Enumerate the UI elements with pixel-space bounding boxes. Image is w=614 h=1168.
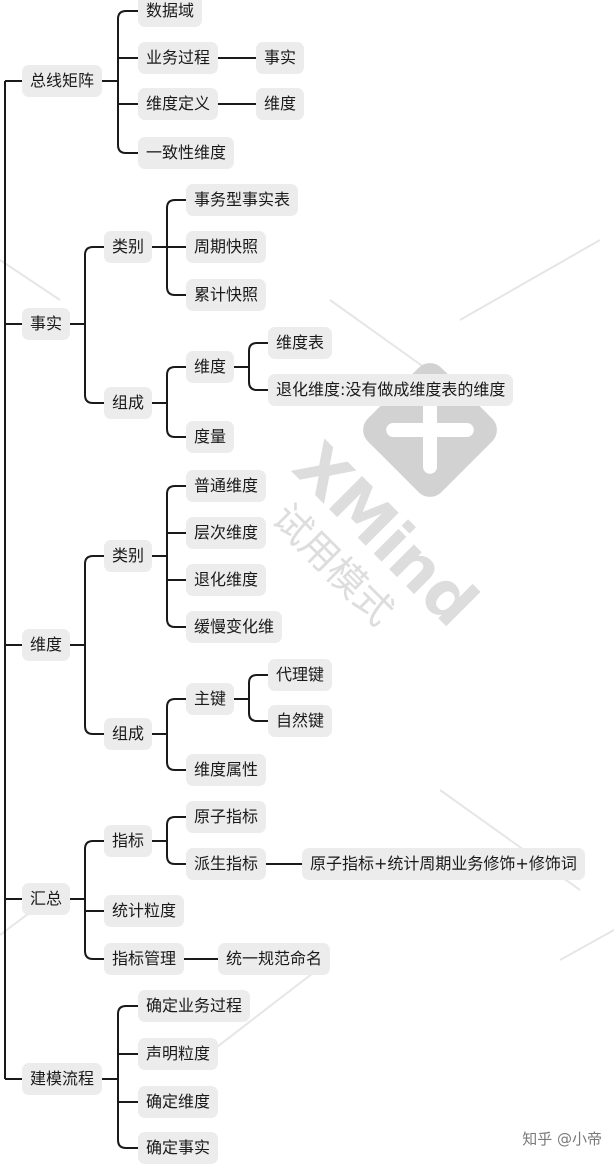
node-queding-yewu-guocheng[interactable]: 确定业务过程 (138, 990, 251, 1022)
connector-branch-line (166, 485, 186, 495)
node-weidubiao[interactable]: 维度表 (268, 327, 333, 359)
node-dailijian[interactable]: 代理键 (268, 659, 333, 691)
connector-branch-line (84, 246, 104, 256)
node-shishi-zucheng[interactable]: 组成 (104, 387, 153, 419)
connector-branch-line (166, 366, 186, 376)
connector-branch-line (166, 855, 186, 865)
node-weidu-shuxing[interactable]: 维度属性 (186, 754, 267, 786)
connector-branch-line (166, 761, 186, 771)
node-leiji-kuaizhao[interactable]: 累计快照 (186, 279, 267, 311)
connector-branch-line (166, 618, 186, 628)
node-yewu-guocheng[interactable]: 业务过程 (138, 42, 219, 74)
node-duliang[interactable]: 度量 (186, 421, 235, 453)
connector-branch-line (166, 286, 186, 296)
node-jianmo-liucheng[interactable]: 建模流程 (22, 1063, 103, 1095)
node-cengci-weidu[interactable]: 层次维度 (186, 517, 267, 549)
node-zhibiao-guanli[interactable]: 指标管理 (104, 943, 185, 975)
node-yuanzi-zhibiao[interactable]: 原子指标 (186, 801, 267, 833)
node-huanman-bianhuawei[interactable]: 缓慢变化维 (186, 611, 283, 643)
connector-branch-line (117, 1139, 138, 1149)
node-weidu-leaf[interactable]: 维度 (256, 88, 305, 120)
connector-branch-line (84, 725, 104, 735)
node-zongxian-juzhen[interactable]: 总线矩阵 (22, 65, 103, 97)
connector-branch-line (84, 394, 104, 404)
credit-text: 知乎 @小帝 (522, 1130, 602, 1148)
node-ziranjian[interactable]: 自然键 (268, 705, 333, 737)
connector-branch-line (248, 381, 268, 391)
node-weidu-zucheng[interactable]: 组成 (104, 718, 153, 750)
node-tongyi-guifan-mingming[interactable]: 统一规范命名 (218, 943, 331, 975)
watermark-diagonals (0, 239, 614, 1061)
connector-branch-line (84, 840, 104, 850)
node-queding-shishi[interactable]: 确定事实 (138, 1132, 219, 1164)
connector-branch-line (166, 428, 186, 438)
connector-branch-line (84, 555, 104, 565)
node-zhujian[interactable]: 主键 (186, 683, 235, 715)
connector-branch-line (248, 342, 268, 352)
connector-branch-line (166, 199, 186, 209)
node-shiwuxing-shishibiao[interactable]: 事务型事实表 (186, 184, 299, 216)
node-shishi-weidu[interactable]: 维度 (186, 351, 235, 383)
node-yizhixing-weidu[interactable]: 一致性维度 (138, 137, 235, 169)
node-huizong[interactable]: 汇总 (22, 883, 71, 915)
node-paisheng-formula[interactable]: 原子指标+统计周期业务修饰+修饰词 (302, 848, 585, 880)
node-weidu[interactable]: 维度 (22, 629, 71, 661)
connector-branch-line (117, 144, 138, 154)
node-putong-weidu[interactable]: 普通维度 (186, 470, 267, 502)
node-tuihua-weidu[interactable]: 退化维度 (186, 564, 267, 596)
connector-branch-line (248, 674, 268, 684)
node-shishi[interactable]: 事实 (22, 308, 71, 340)
connector-branch-line (248, 712, 268, 722)
node-shishi-leaf[interactable]: 事实 (256, 42, 305, 74)
node-shengming-lidu[interactable]: 声明粒度 (138, 1038, 219, 1070)
connector-branch-line (117, 1005, 138, 1015)
node-shishi-leibie[interactable]: 类别 (104, 231, 153, 263)
node-queding-weidu[interactable]: 确定维度 (138, 1086, 219, 1118)
node-weidu-leibie[interactable]: 类别 (104, 540, 153, 572)
node-zhibiao[interactable]: 指标 (104, 825, 153, 857)
node-shujuyu[interactable]: 数据域 (138, 0, 203, 27)
connector-branch-line (84, 950, 104, 960)
node-weidu-dingyi[interactable]: 维度定义 (138, 88, 219, 120)
connector-branch-line (166, 698, 186, 708)
node-tongji-lidu[interactable]: 统计粒度 (104, 895, 185, 927)
connector-branch-line (117, 10, 138, 20)
connector-branch-line (166, 816, 186, 826)
node-tuihua-weidu-desc[interactable]: 退化维度:没有做成维度表的维度 (268, 374, 514, 406)
node-zhouqi-kuaizhao[interactable]: 周期快照 (186, 231, 267, 263)
node-paisheng-zhibiao[interactable]: 派生指标 (186, 848, 267, 880)
